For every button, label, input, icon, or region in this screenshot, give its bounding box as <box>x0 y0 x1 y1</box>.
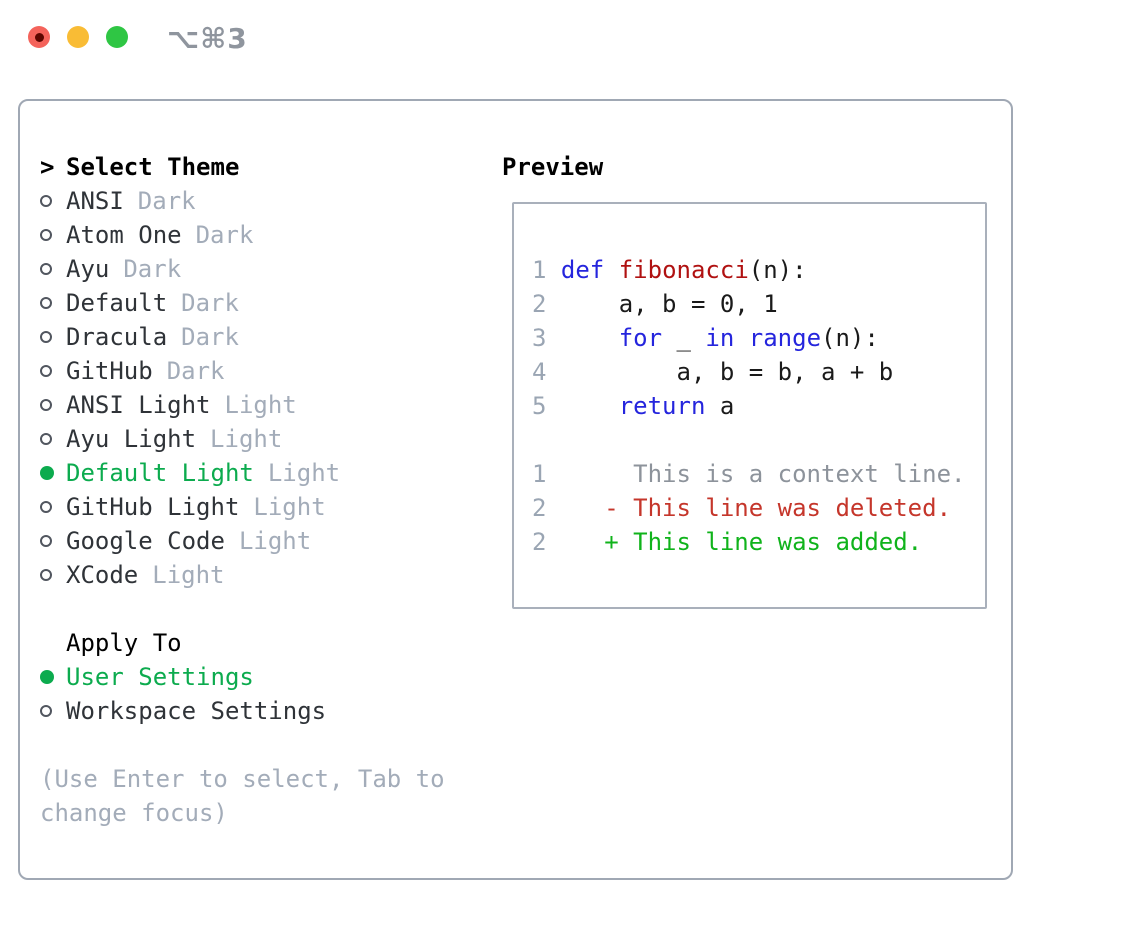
apply-option-label: Workspace Settings <box>66 697 327 725</box>
spacer <box>40 592 480 626</box>
preview-title: Preview <box>502 153 604 181</box>
hint-text: change focus) <box>40 799 228 827</box>
select-theme-header: > Select Theme <box>40 150 480 184</box>
window-shortcut-label: ⌥⌘3 <box>167 22 248 55</box>
radio-icon <box>40 365 52 377</box>
preview-line: 3 for _ in range(n): <box>532 324 879 352</box>
theme-name: GitHub <box>66 357 153 385</box>
radio-icon <box>40 263 52 275</box>
theme-option-ansi-light[interactable]: ANSI Light Light <box>40 388 480 422</box>
theme-option-default-light[interactable]: Default Light Light <box>40 456 480 490</box>
theme-variant-tag: Dark <box>166 357 225 385</box>
radio-icon <box>40 297 52 309</box>
theme-name: Default Light <box>66 459 254 487</box>
theme-option-google-code[interactable]: Google Code Light <box>40 524 480 558</box>
close-dot-icon <box>34 32 44 42</box>
radio-icon <box>40 705 52 717</box>
preview-line: 2 a, b = 0, 1 <box>532 290 778 318</box>
theme-variant-tag: Dark <box>137 187 196 215</box>
theme-variant-tag: Light <box>238 527 312 555</box>
preview-line <box>532 423 985 457</box>
preview-line: 1 def fibonacci(n): <box>532 256 807 284</box>
theme-variant-tag: Light <box>152 561 225 589</box>
radio-icon <box>40 569 52 581</box>
maximize-button[interactable] <box>106 26 128 48</box>
theme-variant-tag: Light <box>224 391 297 419</box>
theme-option-github-light[interactable]: GitHub Light Light <box>40 490 480 524</box>
apply-option-label: User Settings <box>66 663 254 691</box>
selected-radio-icon <box>40 670 54 684</box>
radio-icon <box>40 433 52 445</box>
theme-variant-tag: Light <box>267 459 341 487</box>
radio-icon <box>40 195 52 207</box>
theme-variant-tag: Dark <box>195 221 254 249</box>
theme-option-default[interactable]: Default Dark <box>40 286 480 320</box>
theme-option-atom-one[interactable]: Atom One Dark <box>40 218 480 252</box>
theme-name: ANSI Light <box>66 391 211 419</box>
theme-option-ansi[interactable]: ANSI Dark <box>40 184 480 218</box>
theme-option-github[interactable]: GitHub Dark <box>40 354 480 388</box>
close-button[interactable] <box>28 26 50 48</box>
preview-code: 1 def fibonacci(n): 2 a, b = 0, 1 3 for _ … <box>532 253 985 559</box>
theme-variant-tag: Light <box>210 425 283 453</box>
preview-line: 5 return a <box>532 392 735 420</box>
theme-name: Default <box>66 289 168 317</box>
selected-radio-icon <box>40 466 54 480</box>
preview-line: 4 a, b = b, a + b <box>532 358 894 386</box>
theme-variant-tag: Dark <box>181 289 239 317</box>
radio-icon <box>40 331 52 343</box>
theme-option-xcode[interactable]: XCode Light <box>40 558 480 592</box>
theme-name: XCode <box>66 561 139 589</box>
apply-to-header: Apply To <box>40 626 480 660</box>
theme-name: Ayu <box>66 255 110 283</box>
theme-option-ayu-light[interactable]: Ayu Light Light <box>40 422 480 456</box>
radio-icon <box>40 535 52 547</box>
theme-option-ayu[interactable]: Ayu Dark <box>40 252 480 286</box>
theme-name: ANSI <box>66 187 124 215</box>
theme-name: Atom One <box>66 221 182 249</box>
preview-line: 2 - This line was deleted. <box>532 494 952 522</box>
radio-icon <box>40 399 52 411</box>
theme-name: Google Code <box>66 527 225 555</box>
apply-to-title: Apply To <box>66 629 182 657</box>
theme-name: Dracula <box>66 323 168 351</box>
cursor-arrow-icon: > <box>40 153 55 181</box>
theme-variant-tag: Dark <box>123 255 182 283</box>
theme-variant-tag: Light <box>253 493 326 521</box>
theme-name: GitHub Light <box>66 493 240 521</box>
apply-option-workspace-settings[interactable]: Workspace Settings <box>40 694 480 728</box>
radio-icon <box>40 501 52 513</box>
keyboard-hint: (Use Enter to select, Tab to change focus… <box>40 762 480 830</box>
theme-option-dracula[interactable]: Dracula Dark <box>40 320 480 354</box>
theme-variant-tag: Dark <box>181 323 239 351</box>
preview-box: 1 def fibonacci(n): 2 a, b = 0, 1 3 for _ … <box>512 202 987 609</box>
spacer <box>40 728 480 762</box>
minimize-button[interactable] <box>67 26 89 48</box>
preview-line: 2 + This line was added. <box>532 528 923 556</box>
select-theme-title: Select Theme <box>66 153 240 181</box>
apply-option-user-settings[interactable]: User Settings <box>40 660 480 694</box>
theme-name: Ayu Light <box>66 425 197 453</box>
radio-icon <box>40 229 52 241</box>
preview-line: 1 This is a context line. <box>532 460 966 488</box>
hint-text: (Use Enter to select, Tab to <box>40 765 445 793</box>
